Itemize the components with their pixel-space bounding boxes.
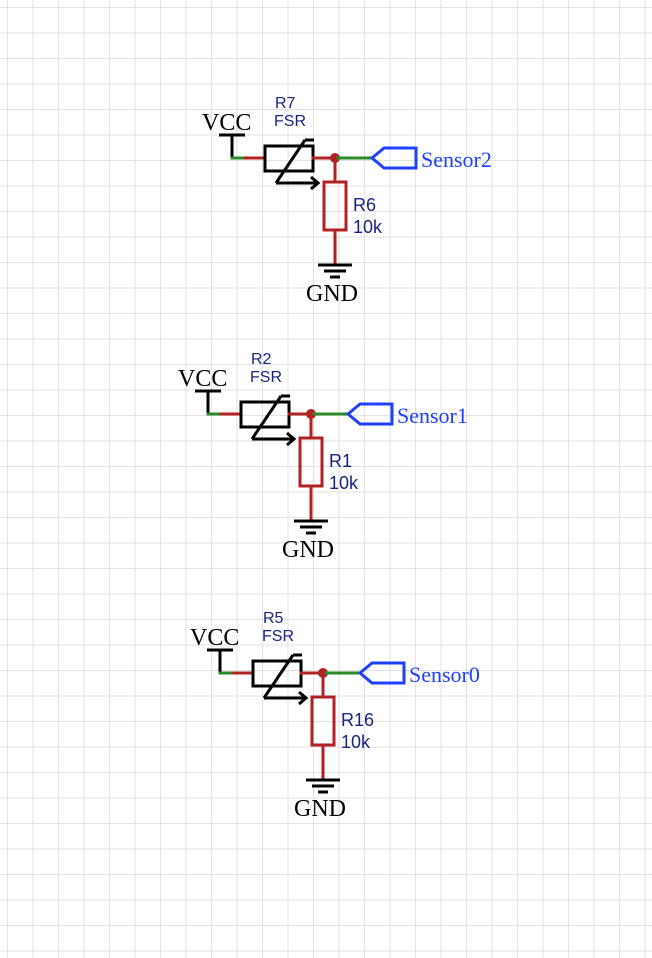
vcc-symbol: VCC xyxy=(178,366,227,414)
fsr-value: FSR xyxy=(250,369,282,386)
net-label-flag[interactable] xyxy=(357,661,406,685)
fsr-ref: R2 xyxy=(251,351,272,368)
resistor-value: 10k xyxy=(341,732,371,752)
resistor-ref: R1 xyxy=(329,451,352,471)
vcc-symbol: VCC xyxy=(202,110,251,158)
fsr-value: FSR xyxy=(274,113,306,130)
gnd-symbol: GND xyxy=(282,519,334,563)
resistor-value: 10k xyxy=(353,217,383,237)
vcc-label: VCC xyxy=(190,625,239,651)
circuit-sensor1: VCC R2 FSR Sensor1 R1 10k GND xyxy=(178,351,468,563)
gnd-label: GND xyxy=(294,796,346,822)
resistor-symbol[interactable] xyxy=(322,180,348,232)
vcc-symbol: VCC xyxy=(190,625,239,673)
resistor-symbol[interactable] xyxy=(298,436,324,488)
gnd-symbol: GND xyxy=(306,263,358,307)
net-label: Sensor0 xyxy=(409,662,480,687)
fsr-ref: R7 xyxy=(275,95,296,112)
net-label-flag[interactable] xyxy=(369,146,418,170)
net-label: Sensor1 xyxy=(397,403,468,428)
circuit-sensor0: VCC R5 FSR Sensor0 R16 10k GND xyxy=(190,610,480,822)
vcc-label: VCC xyxy=(202,110,251,136)
vcc-label: VCC xyxy=(178,366,227,392)
resistor-symbol[interactable] xyxy=(310,695,336,747)
fsr-symbol[interactable] xyxy=(263,138,321,191)
fsr-value: FSR xyxy=(262,628,294,645)
gnd-label: GND xyxy=(282,537,334,563)
fsr-symbol[interactable] xyxy=(239,394,297,447)
fsr-ref: R5 xyxy=(263,610,284,627)
net-label: Sensor2 xyxy=(421,147,492,172)
fsr-symbol[interactable] xyxy=(251,653,309,706)
net-label-flag[interactable] xyxy=(345,402,394,426)
resistor-ref: R16 xyxy=(341,710,374,730)
resistor-ref: R6 xyxy=(353,195,376,215)
resistor-value: 10k xyxy=(329,473,359,493)
gnd-symbol: GND xyxy=(294,778,346,822)
circuit-sensor2: VCC R7 FSR Sensor2 R6 10k GND xyxy=(202,95,492,307)
gnd-label: GND xyxy=(306,281,358,307)
